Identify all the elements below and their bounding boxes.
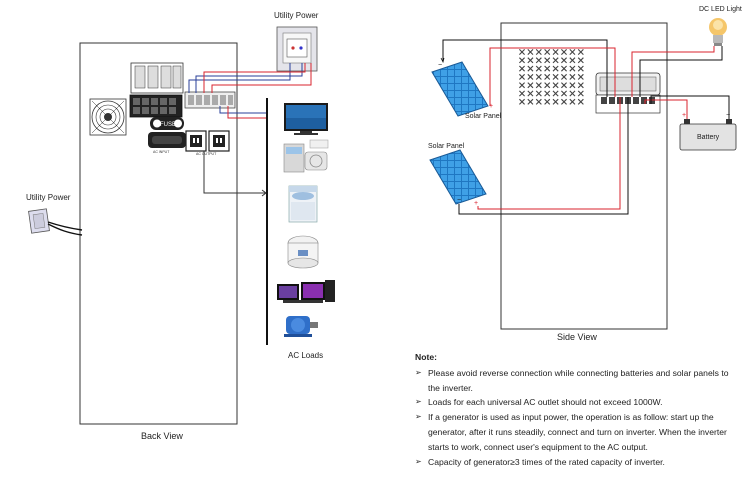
dc-terminal-screw	[633, 97, 639, 104]
dc-terminal-screw	[601, 97, 607, 104]
ac-output-tiny-label: AC OUTPUT	[196, 152, 217, 156]
circuit-breaker-block	[129, 94, 183, 118]
solar-panel-upper	[431, 61, 489, 117]
ac-loads-label: AC Loads	[288, 351, 324, 360]
ac-terminal-strip	[184, 91, 236, 109]
solar-panel-lower	[429, 149, 487, 205]
battery-box	[679, 119, 737, 151]
side-view-wires	[442, 39, 730, 215]
fuse-holder	[150, 117, 184, 130]
note-section: Note: Please avoid reverse connection wh…	[415, 350, 740, 469]
pv1-minus: −	[438, 62, 442, 69]
note-title: Note:	[415, 352, 437, 362]
note-item: Loads for each universal AC outlet shoul…	[415, 395, 740, 410]
ac-bus-wires	[203, 106, 267, 197]
pv2-plus: +	[474, 200, 478, 207]
wire-arrow-icon	[440, 57, 445, 64]
fuse-label: FUSE	[160, 122, 176, 128]
ac-output-socket-1	[185, 130, 207, 152]
ventilation-grid	[519, 49, 584, 105]
side-view-caption: Side View	[557, 332, 597, 342]
air-conditioner-icon	[283, 139, 329, 173]
utility-power-top-label: Utility Power	[274, 11, 319, 20]
battery-plus-sign: +	[682, 112, 686, 119]
note-item: Please avoid reverse connection while co…	[415, 366, 740, 396]
ac-output-socket-2	[208, 130, 230, 152]
washing-machine-icon	[288, 185, 318, 223]
dc-terminal-screw	[609, 97, 615, 104]
utility-power-wires	[188, 63, 312, 93]
pv1-plus: +	[489, 103, 493, 110]
dc-terminal-screw	[641, 97, 647, 104]
battery-label: Battery	[697, 134, 720, 141]
electric-motor-icon	[284, 316, 318, 337]
utility-power-plug-left	[28, 208, 83, 236]
solar-panel-label-2: Solar Panel	[428, 143, 465, 150]
battery-minus-sign: −	[726, 112, 730, 119]
rice-cooker-icon	[287, 235, 319, 269]
dc-led-light-label: DC LED Light	[699, 6, 742, 13]
note-item: Capacity of generator≥3 times of the rat…	[415, 455, 740, 470]
desktop-computer-icon	[277, 280, 335, 303]
solar-panel-label-1: Solar Panel	[465, 113, 502, 120]
ac-input-socket	[148, 132, 186, 148]
dc-terminal-block	[595, 72, 661, 114]
dc-led-bulb-icon	[709, 18, 727, 46]
utility-power-left-label: Utility Power	[26, 193, 71, 202]
tv-icon	[284, 103, 328, 135]
ac-input-tiny-label: AC INPUT	[153, 150, 170, 154]
cooling-fan-icon	[89, 98, 127, 136]
back-view-caption: Back View	[141, 431, 183, 441]
side-view-inverter	[500, 22, 668, 330]
note-item: If a generator is used as input power, t…	[415, 410, 740, 454]
utility-power-box-top	[276, 26, 318, 72]
input-terminal-block	[130, 62, 184, 94]
pv2-minus: −	[457, 197, 461, 204]
